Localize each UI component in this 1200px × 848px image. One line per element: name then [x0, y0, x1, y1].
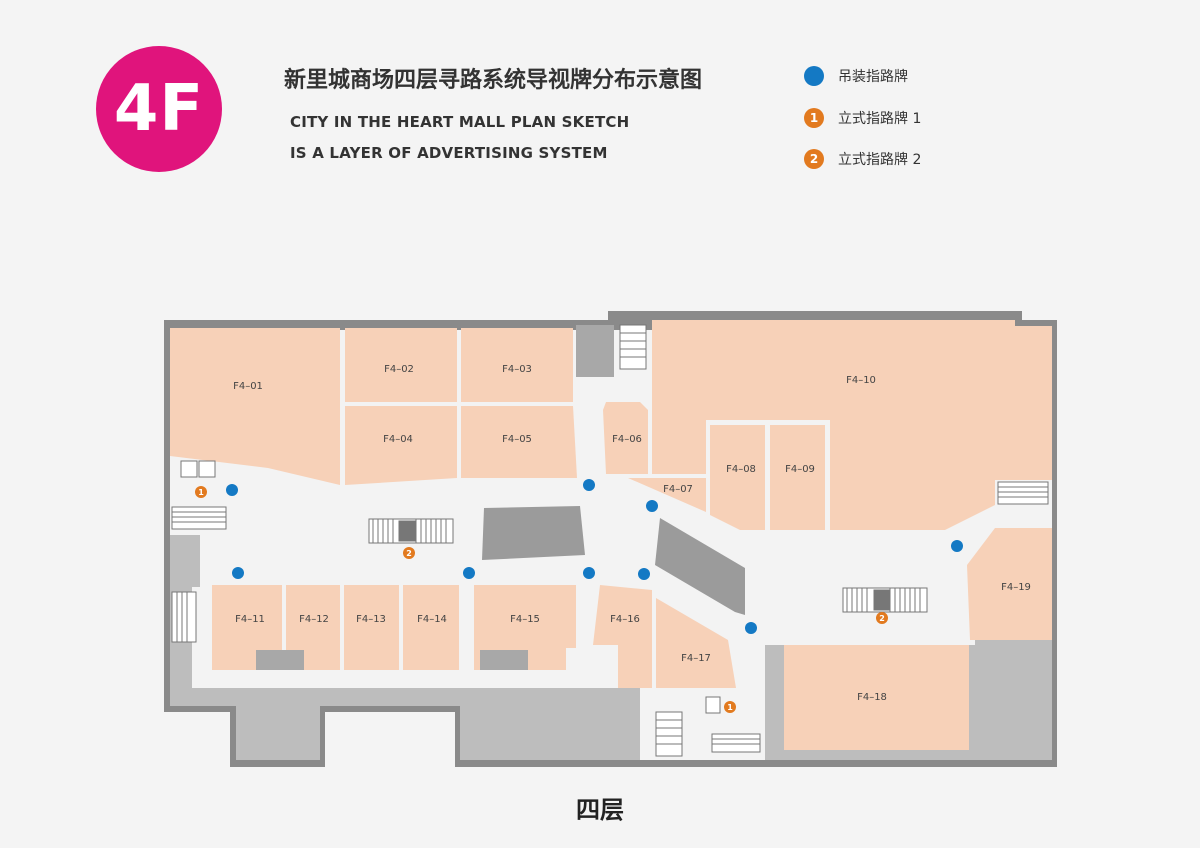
service-area [256, 650, 304, 670]
escalator-icon [842, 587, 928, 613]
legend-label: 立式指路牌 2 [838, 152, 922, 168]
store-label-F4-18: F4–18 [857, 692, 887, 703]
store-label-F4-05: F4–05 [502, 434, 532, 445]
standing-sign-1-icon: 1 [724, 701, 736, 713]
page-title: 新里城商场四层寻路系统导视牌分布示意图 [284, 68, 703, 93]
standing-sign-2-icon: 2 [876, 612, 888, 624]
hanging-sign-icon [463, 567, 475, 579]
service-area [170, 645, 192, 690]
service-area [480, 650, 528, 670]
store-label-F4-08: F4–08 [726, 464, 756, 475]
service-area [576, 325, 614, 377]
store-F4-10 [652, 320, 1052, 530]
store-label-F4-10: F4–10 [846, 375, 876, 386]
standing-signs-layer: 1 2 1 2 [195, 486, 888, 713]
store-F4-15 [474, 585, 576, 670]
standing-sign-1-icon: 1 [195, 486, 207, 498]
store-label-F4-07: F4–07 [663, 484, 693, 495]
store-F4-06 [603, 402, 648, 474]
store-label-F4-06: F4–06 [612, 434, 642, 445]
store-label-F4-14: F4–14 [417, 614, 447, 625]
standing-sign-2-icon: 2 [403, 547, 415, 559]
store-label-F4-17: F4–17 [681, 653, 711, 664]
hanging-sign-icon [232, 567, 244, 579]
store-label-F4-13: F4–13 [356, 614, 386, 625]
atrium-void [655, 518, 745, 615]
hanging-sign-icon [583, 567, 595, 579]
standing-sign-1-icon: 1 [804, 108, 824, 128]
standing-sign-2-icon: 2 [804, 149, 824, 169]
floor-caption: 四层 [576, 796, 624, 824]
svg-text:1: 1 [198, 488, 204, 497]
hanging-sign-icon [804, 66, 824, 86]
store-label-F4-01: F4–01 [233, 381, 263, 392]
svg-text:1: 1 [727, 703, 733, 712]
hanging-signs-layer [226, 479, 963, 634]
store-label-F4-11: F4–11 [235, 614, 265, 625]
escalator-icon [368, 518, 454, 544]
store-F4-17 [656, 598, 736, 688]
legend-label: 立式指路牌 1 [838, 111, 922, 127]
subtitle-line-1: CITY IN THE HEART MALL PLAN SKETCH [290, 113, 630, 131]
store-F4-07 [628, 478, 706, 512]
store-label-F4-19: F4–19 [1001, 582, 1031, 593]
atrium-void [482, 506, 585, 560]
store-F4-09 [770, 425, 825, 530]
floor-badge: 4F [96, 46, 222, 172]
service-area [765, 645, 781, 760]
store-F4-14 [403, 585, 459, 670]
store-label-F4-12: F4–12 [299, 614, 329, 625]
store-F4-04 [345, 406, 457, 485]
store-F4-03 [461, 328, 573, 402]
hanging-sign-icon [583, 479, 595, 491]
store-F4-02 [345, 328, 457, 402]
store-label-F4-16: F4–16 [610, 614, 640, 625]
legend-standing-sign-2: 2 立式指路牌 2 [804, 149, 921, 169]
service-area [170, 535, 200, 587]
store-F4-19 [967, 528, 1052, 640]
store-label-F4-02: F4–02 [384, 364, 414, 375]
store-F4-08 [710, 425, 765, 530]
stairs-icon [171, 324, 1049, 757]
hanging-sign-icon [745, 622, 757, 634]
store-label-F4-15: F4–15 [510, 614, 540, 625]
store-F4-05 [461, 406, 577, 478]
legend-hanging-sign: 吊装指路牌 [804, 66, 908, 86]
svg-text:2: 2 [879, 614, 885, 623]
hanging-sign-icon [226, 484, 238, 496]
hanging-sign-icon [951, 540, 963, 552]
store-F4-01 [170, 328, 340, 485]
elevator-icon [180, 460, 721, 714]
store-label-F4-04: F4–04 [383, 434, 413, 445]
store-F4-16 [593, 585, 652, 688]
store-F4-13 [344, 585, 399, 670]
store-label-F4-09: F4–09 [785, 464, 815, 475]
svg-text:2: 2 [406, 549, 412, 558]
service-area [972, 645, 1052, 760]
hanging-sign-icon [646, 500, 658, 512]
subtitle-line-2: IS A LAYER OF ADVERTISING SYSTEM [290, 144, 608, 162]
legend-standing-sign-1: 1 立式指路牌 1 [804, 108, 921, 128]
hanging-sign-icon [638, 568, 650, 580]
store-F4-18 [784, 645, 969, 750]
legend-label: 吊装指路牌 [838, 69, 908, 85]
store-label-F4-03: F4–03 [502, 364, 532, 375]
